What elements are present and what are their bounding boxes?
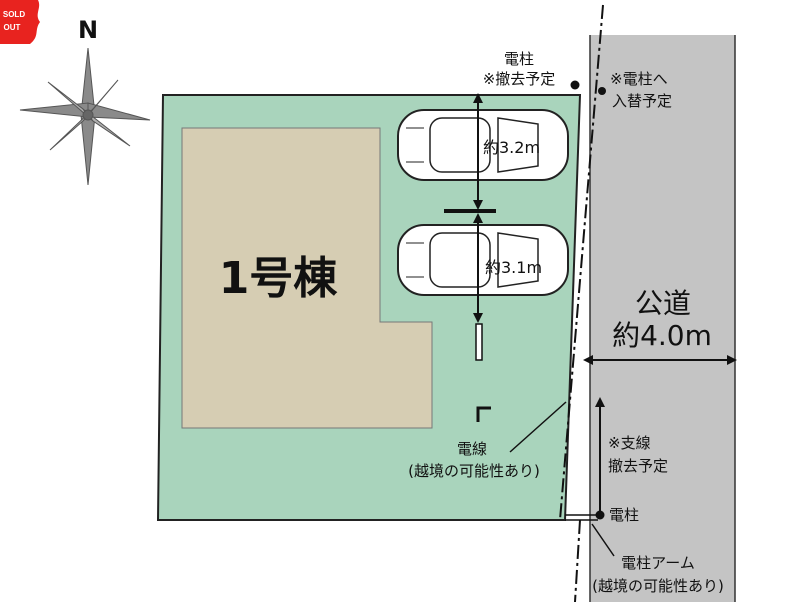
sold-out-badge: SOLD OUT bbox=[0, 0, 40, 44]
lot-marker-bar bbox=[475, 323, 483, 361]
pole-relocation-line2: 入替予定 bbox=[612, 92, 672, 110]
road-name-label: 公道 bbox=[635, 287, 691, 320]
stay-wire-line2: 撤去予定 bbox=[608, 457, 668, 475]
public-road bbox=[590, 35, 735, 602]
sold-out-line1: SOLD bbox=[3, 10, 25, 19]
sold-out-line2: OUT bbox=[4, 23, 21, 32]
road-width-label: 約4.0m bbox=[612, 319, 712, 352]
pole-arm-line2: (越境の可能性あり) bbox=[592, 577, 724, 595]
wire-line bbox=[559, 4, 604, 521]
boundary-corner-mark bbox=[476, 406, 491, 422]
wire-label-line2: (越境の可能性あり) bbox=[408, 462, 540, 480]
building-label: 1号棟 bbox=[219, 253, 339, 304]
pole-remove-icon bbox=[570, 80, 580, 90]
arm-line bbox=[574, 519, 581, 602]
pole-removal-line1: 電柱 bbox=[504, 50, 534, 68]
wire-label-line1: 電線 bbox=[457, 440, 487, 458]
compass-north-label: N bbox=[78, 16, 98, 44]
parking-1-width-label: 約3.2m bbox=[483, 138, 540, 157]
parking-2-width-label: 約3.1m bbox=[485, 258, 542, 277]
stay-wire-line1: ※支線 bbox=[608, 434, 651, 452]
pole-bottom-icon bbox=[595, 510, 605, 520]
building-footprint bbox=[181, 127, 433, 429]
pole-arm-line1: 電柱アーム bbox=[621, 554, 695, 572]
compass-rose: N bbox=[19, 16, 151, 186]
sold-out-seal-shape bbox=[0, 0, 40, 44]
pole-arm-leader bbox=[591, 523, 615, 557]
compass-icon bbox=[19, 47, 151, 186]
pole-removal-line2: ※撤去予定 bbox=[483, 70, 556, 88]
car-bottom bbox=[397, 224, 569, 296]
wire-leader-line bbox=[509, 401, 567, 453]
pole-arm-bracket bbox=[565, 514, 598, 521]
pole-relocation-line1: ※電柱へ bbox=[610, 70, 668, 88]
pole-bottom-label: 電柱 bbox=[609, 506, 639, 524]
pole-relocate-icon bbox=[598, 87, 606, 95]
